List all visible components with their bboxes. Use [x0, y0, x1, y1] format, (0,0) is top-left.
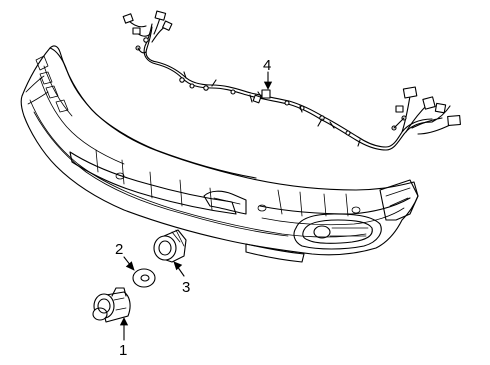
parking-sensor-wiring-harness [122, 10, 461, 151]
callout-4: 4 [263, 57, 273, 90]
callout-4-label: 4 [263, 57, 271, 74]
sensor-gasket [132, 268, 156, 288]
parking-sensor [92, 287, 131, 323]
callout-1: 1 [119, 317, 129, 359]
front-bumper-fascia [20, 45, 419, 263]
callout-3-label: 3 [182, 279, 190, 296]
callout-2: 2 [115, 241, 135, 271]
callout-2-label: 2 [115, 241, 123, 258]
sensor-retainer [153, 229, 187, 263]
callout-1-label: 1 [119, 342, 127, 359]
callout-3: 3 [173, 261, 190, 296]
